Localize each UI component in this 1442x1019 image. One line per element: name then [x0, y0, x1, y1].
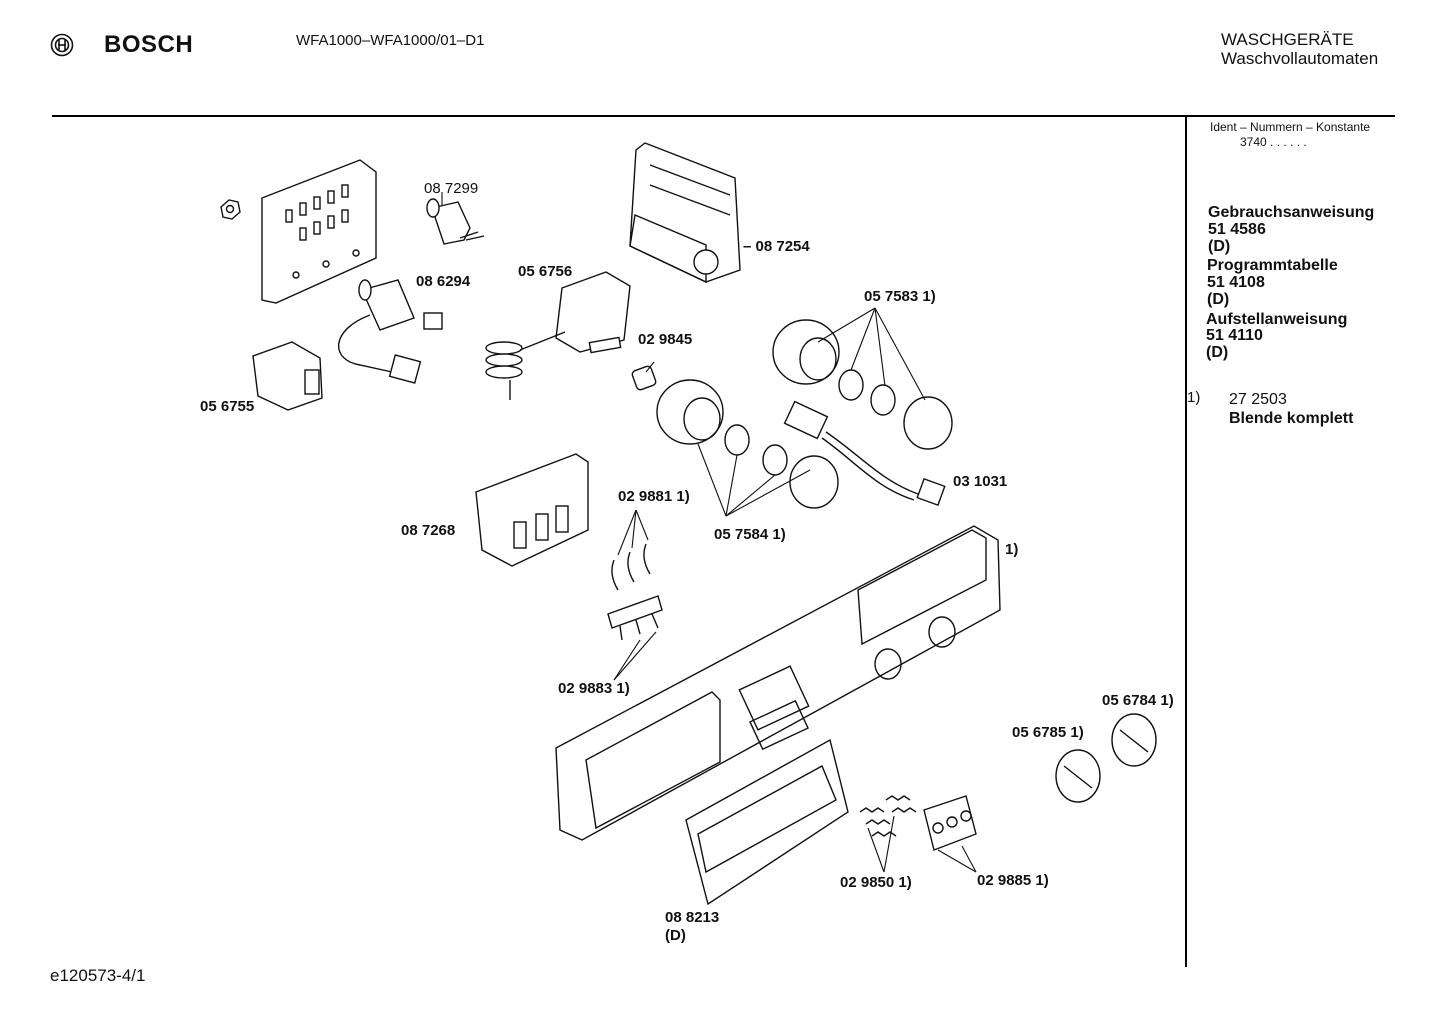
- doc-number-2: 51 4108: [1207, 274, 1265, 291]
- part-label-087299: 08 7299: [424, 180, 479, 197]
- category-subtitle: Waschvollautomaten: [1221, 49, 1379, 68]
- leader-lines: [441, 192, 977, 873]
- button-spring-part: [859, 795, 917, 837]
- brand-name: BOSCH: [104, 31, 194, 58]
- doc-lang-1: (D): [1208, 238, 1231, 255]
- connector-part: [783, 400, 946, 507]
- knob-large-part: [1111, 713, 1157, 767]
- switch-part: [485, 271, 631, 400]
- ident-value: 3740 . . . . . .: [1240, 135, 1307, 149]
- contact-block-part: [607, 595, 663, 641]
- doc-title-1: Gebrauchsanweisung: [1208, 204, 1375, 221]
- part-label-031031: 03 1031: [953, 473, 1008, 490]
- part-label-086294: 08 6294: [416, 273, 471, 290]
- front-panel-part: [555, 525, 1001, 841]
- doc-title-2: Programmtabelle: [1207, 257, 1338, 274]
- suppressor-part: [337, 279, 443, 384]
- knob-small-part: [1055, 749, 1101, 803]
- part-label-056755: 05 6755: [200, 398, 255, 415]
- bosch-logo-icon: [50, 33, 74, 62]
- contact-spring-part: [611, 543, 651, 591]
- part-label-056784: 05 6784 1): [1102, 692, 1174, 709]
- part-label-029885: 02 9885 1): [977, 872, 1049, 889]
- doc-lang-2: (D): [1207, 291, 1230, 308]
- part-label-087254: – 08 7254: [743, 238, 810, 255]
- nut-part: [220, 199, 241, 220]
- header-rule: [52, 115, 1395, 117]
- doc-lang-3: (D): [1206, 344, 1229, 361]
- model-number: WFA1000–WFA1000/01–D1: [296, 32, 485, 49]
- part-label-088213: 08 8213: [665, 909, 720, 926]
- knob-ring-upper-part: [772, 319, 953, 450]
- ident-label: Ident – Nummern – Konstante: [1210, 120, 1371, 134]
- drawing-id: e120573-4/1: [50, 966, 146, 985]
- part-label-029883: 02 9883 1): [558, 680, 630, 697]
- doc-number-3: 51 4110: [1206, 327, 1263, 344]
- footnote-mark: 1): [1187, 389, 1201, 406]
- knob-ring-lower-part: [656, 379, 839, 509]
- part-label-088213-lang: (D): [665, 927, 686, 944]
- part-label-057584: 05 7584 1): [714, 526, 786, 543]
- part-label-panel-ref: 1): [1005, 541, 1019, 558]
- module-part: [475, 453, 589, 567]
- part-label-029881: 02 9881 1): [618, 488, 690, 505]
- doc-title-3: Aufstellanweisung: [1206, 311, 1348, 328]
- footnote-text: Blende komplett: [1229, 410, 1354, 427]
- mounting-plate-part: [261, 159, 377, 304]
- door-flap-part: [685, 738, 849, 906]
- choke-part: [252, 341, 323, 411]
- part-label-029845: 02 9845: [638, 331, 693, 348]
- footnote-number: 27 2503: [1229, 391, 1287, 408]
- doc-number-1: 51 4586: [1208, 221, 1266, 238]
- bushing-part: [631, 365, 657, 391]
- part-label-087268: 08 7268: [401, 522, 456, 539]
- category-title: WASCHGERÄTE: [1221, 30, 1354, 49]
- part-label-056785: 05 6785 1): [1012, 724, 1084, 741]
- sidebar-divider: [1185, 117, 1187, 967]
- programmer-part: [629, 142, 741, 284]
- part-label-029850: 02 9850 1): [840, 874, 912, 891]
- part-label-057583: 05 7583 1): [864, 288, 936, 305]
- part-label-056756: 05 6756: [518, 263, 573, 280]
- capacitor-part: [426, 198, 485, 245]
- push-button-part: [923, 795, 977, 851]
